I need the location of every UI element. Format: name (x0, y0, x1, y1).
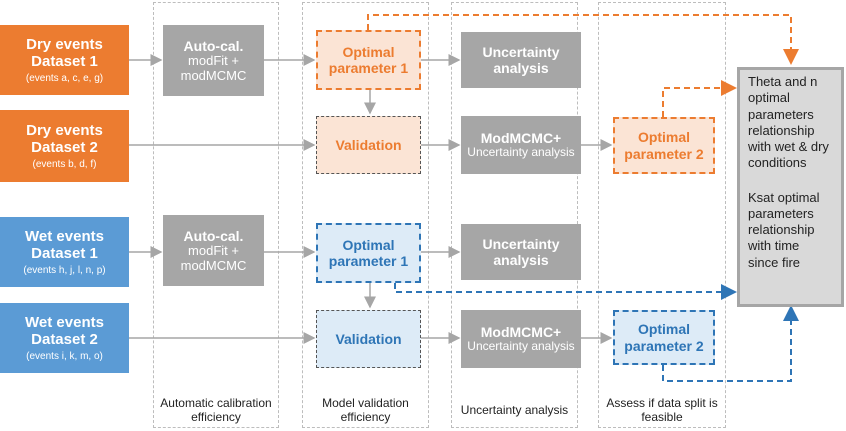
column-calibration (153, 2, 279, 428)
dataset-events: (events b, d, f) (32, 159, 97, 170)
optimal-parameter-label: Optimal parameter 1 (328, 236, 409, 269)
dashed-link-optimal2-dry-to-result (662, 80, 737, 117)
column-data-split (598, 2, 726, 428)
autocal-title: Auto-cal. (183, 37, 244, 54)
autocal-title: Auto-cal. (183, 227, 244, 244)
dataset-events: (events a, c, e, g) (25, 73, 104, 84)
uncertainty-label: Uncertainty analysis (482, 235, 560, 268)
modmcmc-sub: Uncertainty analysis (467, 145, 575, 160)
optimal-parameter-2-wet: Optimal parameter 2 (613, 310, 715, 365)
caption-data-split: Assess if data split is feasible (606, 396, 718, 425)
modmcmc-sub: Uncertainty analysis (467, 339, 575, 354)
ksat-relationship-text: Ksat optimal parameters relationship wit… (748, 189, 820, 270)
wet-dataset-1-box: Wet events Dataset 1 (events h, j, l, n,… (0, 217, 129, 287)
autocal-dry-box: Auto-cal. modFit + modMCMC (163, 25, 264, 96)
uncertainty-analysis-dry: Uncertainty analysis (461, 32, 581, 88)
results-relationship-box: Theta and n optimal parameters relations… (737, 67, 844, 307)
dashed-link-optimal1-dry-to-result (367, 14, 799, 65)
theta-n-relationship-text: Theta and n optimal parameters relations… (748, 74, 829, 171)
dataset-events: (events i, k, m, o) (26, 351, 103, 362)
dashed-link-optimal1-wet-to-result (394, 283, 737, 300)
autocal-method: modFit + modMCMC (180, 242, 247, 273)
caption-uncertainty: Uncertainty analysis (460, 403, 569, 417)
optimal-parameter-2-dry: Optimal parameter 2 (613, 117, 715, 174)
wet-dataset-2-box: Wet events Dataset 2 (events i, k, m, o) (0, 303, 129, 373)
modmcmc-dry-box: ModMCMC+ Uncertainty analysis (461, 116, 581, 174)
dataset-title: Wet events Dataset 1 (25, 227, 104, 262)
dataset-title: Dry events Dataset 1 (26, 35, 103, 70)
validation-wet-box: Validation (316, 310, 421, 368)
dataset-title: Wet events Dataset 2 (25, 313, 104, 348)
optimal-parameter-label: Optimal parameter 1 (328, 43, 409, 76)
validation-label: Validation (335, 330, 402, 347)
dataset-title: Dry events Dataset 2 (26, 121, 103, 156)
dry-dataset-2-box: Dry events Dataset 2 (events b, d, f) (0, 110, 129, 182)
column-validation (302, 2, 429, 428)
autocal-wet-box: Auto-cal. modFit + modMCMC (163, 215, 264, 286)
column-uncertainty (451, 2, 578, 428)
caption-validation: Model validation efficiency (322, 396, 409, 425)
optimal-parameter-label: Optimal parameter 2 (624, 321, 704, 354)
optimal-parameter-label: Optimal parameter 2 (624, 129, 704, 162)
modmcmc-wet-box: ModMCMC+ Uncertainty analysis (461, 310, 581, 368)
modmcmc-title: ModMCMC+ (480, 324, 562, 341)
uncertainty-label: Uncertainty analysis (482, 43, 560, 76)
uncertainty-analysis-wet: Uncertainty analysis (461, 224, 581, 280)
caption-calibration: Automatic calibration efficiency (160, 396, 272, 425)
validation-label: Validation (335, 136, 402, 153)
validation-dry-box: Validation (316, 116, 421, 174)
autocal-method: modFit + modMCMC (180, 52, 247, 83)
modmcmc-title: ModMCMC+ (480, 130, 562, 147)
optimal-parameter-1-dry: Optimal parameter 1 (316, 30, 421, 90)
dataset-events: (events h, j, l, n, p) (23, 265, 106, 276)
dashed-link-optimal2-wet-to-result (662, 305, 799, 382)
dry-dataset-1-box: Dry events Dataset 1 (events a, c, e, g) (0, 25, 129, 95)
optimal-parameter-1-wet: Optimal parameter 1 (316, 223, 421, 283)
